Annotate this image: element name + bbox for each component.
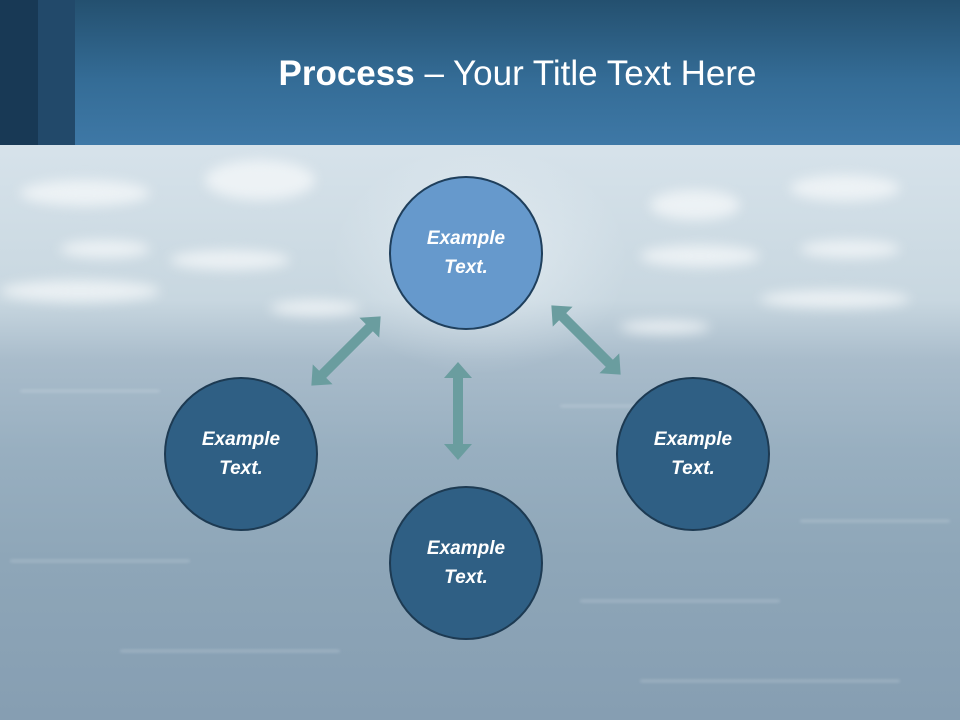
- cloud: [760, 290, 910, 308]
- wave: [10, 560, 190, 562]
- double-arrow-top-bottom: [444, 362, 472, 460]
- slide-title-rest: – Your Title Text Here: [414, 54, 757, 93]
- cloud: [60, 240, 150, 258]
- title-bar: Process – Your Title Text Here: [0, 0, 960, 145]
- cloud: [270, 300, 360, 316]
- wave: [580, 600, 780, 602]
- cloud: [640, 245, 760, 267]
- slide-title-bold: Process: [278, 54, 415, 93]
- wave: [20, 390, 160, 392]
- cloud: [800, 240, 900, 258]
- cloud: [790, 175, 900, 201]
- double-arrow-top-left: [311, 316, 381, 386]
- wave: [640, 680, 900, 682]
- cloud: [20, 180, 150, 206]
- slide-title: Process – Your Title Text Here: [75, 52, 960, 96]
- header-accent-strip: [38, 0, 75, 145]
- wave: [560, 405, 680, 407]
- cloud: [0, 280, 160, 302]
- wave: [120, 650, 340, 652]
- wave: [800, 520, 950, 522]
- cloud: [170, 250, 290, 270]
- header-accent-strip: [0, 0, 38, 145]
- double-arrow-top-right: [551, 305, 621, 375]
- cloud: [205, 160, 315, 200]
- cloud: [650, 190, 740, 220]
- cloud: [620, 320, 710, 334]
